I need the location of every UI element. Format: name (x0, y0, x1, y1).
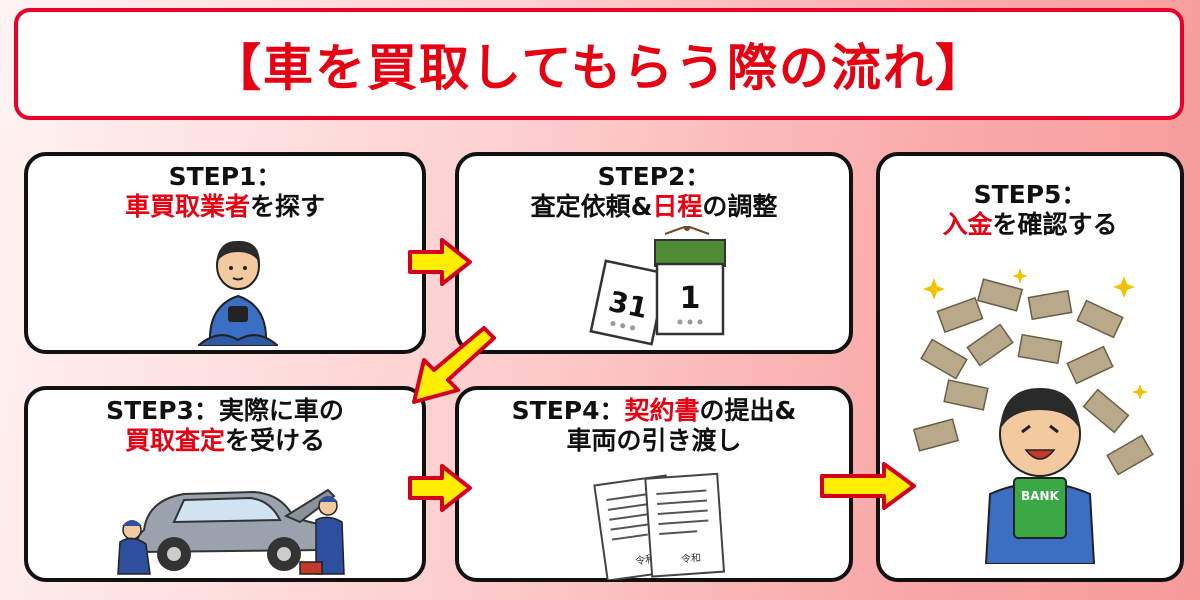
money-shower-illustration: BANK (912, 268, 1154, 564)
step1-card: STEP1： 車買取業者を探す (24, 152, 426, 354)
calendar-illustration: 31 1 (589, 226, 726, 346)
car-inspection-illustration (117, 488, 345, 575)
step2-card: STEP2： 査定依頼&日程の調整 31 1 (455, 152, 853, 354)
bank-book-label: BANK (1021, 489, 1059, 503)
step4-desc: 車両の引き渡し (566, 426, 742, 455)
step3-card: STEP3：実際に車の 買取査定を受ける (24, 386, 426, 582)
step2-title: STEP2： 査定依頼&日程の調整 (459, 162, 849, 222)
step5-label: STEP5： (973, 180, 1087, 209)
title-banner: 【車を買取してもらう際の流れ】 (14, 8, 1184, 120)
arrow-step4-to-step5 (820, 462, 916, 510)
step4-line1: STEP4：契約書の提出& (511, 396, 797, 425)
step1-desc: 車買取業者を探す (124, 192, 326, 221)
step4-card: STEP4：契約書の提出& 車両の引き渡し 令和 令和 (455, 386, 853, 582)
arrow-step3-to-step4 (408, 464, 472, 512)
contract-documents-illustration: 令和 令和 (593, 472, 726, 580)
calendar-left-number: 31 (606, 285, 651, 325)
step1-title: STEP1： 車買取業者を探す (28, 162, 422, 222)
step5-card: STEP5： 入金を確認する BANK (876, 152, 1184, 582)
step5-desc: 入金を確認する (942, 210, 1118, 239)
page-title: 【車を買取してもらう際の流れ】 (211, 39, 987, 97)
step2-label: STEP2： (597, 162, 711, 191)
arrow-step1-to-step2 (408, 238, 472, 286)
step3-title: STEP3：実際に車の 買取査定を受ける (28, 396, 422, 456)
step5-title: STEP5： 入金を確認する (880, 180, 1180, 240)
person-with-phone-illustration (198, 240, 278, 346)
step2-desc: 査定依頼&日程の調整 (530, 192, 778, 221)
doc-stamp-right: 令和 (681, 551, 702, 565)
arrow-step2-to-step3 (412, 326, 496, 404)
step3-line1: STEP3：実際に車の (106, 396, 344, 425)
step3-desc: 買取査定を受ける (124, 426, 326, 455)
calendar-right-number: 1 (680, 281, 701, 316)
step1-label: STEP1： (168, 162, 282, 191)
step4-title: STEP4：契約書の提出& 車両の引き渡し (459, 396, 849, 456)
